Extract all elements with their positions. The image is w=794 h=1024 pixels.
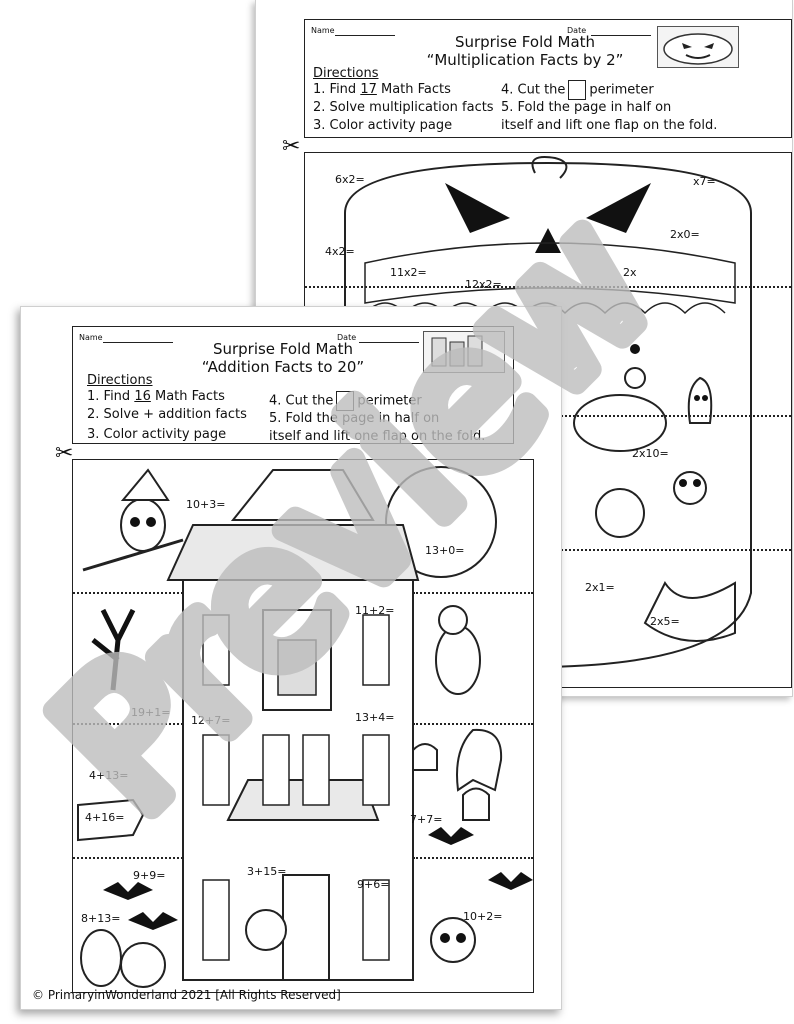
- pumpkin-icon: [80, 929, 166, 988]
- front-fold-line-5: [73, 857, 183, 859]
- front-fold-line-6: [413, 857, 533, 859]
- copyright-text: © PrimaryinWonderland 2021 [All Rights R…: [32, 988, 341, 1002]
- front-date-label: Date: [337, 333, 357, 342]
- front-house-activity-panel: 10+3= 13+0= 11+2= 19+1= 12+7= 13+4= 4+13…: [72, 459, 534, 993]
- back-fact-9: 2x1=: [585, 581, 615, 594]
- front-fact-6: 13+4=: [355, 711, 395, 724]
- front-subtitle: “Addition Facts to 20”: [201, 358, 365, 376]
- front-step-1: 1. Find 16 Math Facts: [87, 389, 225, 404]
- front-fact-11: 3+15=: [247, 865, 287, 878]
- back-date-label: Date: [567, 26, 587, 35]
- front-step-3: 3. Color activity page: [87, 427, 227, 442]
- werewolf-icon: [435, 605, 481, 695]
- back-step-5a: 5. Fold the page in half on: [501, 100, 672, 115]
- front-fold-line-4: [413, 723, 533, 725]
- front-fact-3: 11+2=: [355, 604, 395, 617]
- spider-icon: [630, 344, 640, 354]
- haunted-house-icon: [166, 469, 420, 981]
- back-fact-7: x7=: [693, 175, 716, 188]
- back-fact-6: 2x: [623, 266, 637, 279]
- back-step-1: 1. Find 17 Math Facts: [313, 82, 451, 97]
- back-subtitle: “Multiplication Facts by 2”: [426, 51, 624, 69]
- front-fact-8: 4+16=: [85, 811, 125, 824]
- front-fold-line-1: [73, 592, 183, 594]
- front-fact-4: 19+1=: [131, 706, 171, 719]
- front-fact-9: 7+7=: [410, 813, 443, 826]
- front-step-2: 2. Solve + addition facts: [87, 407, 247, 422]
- front-fact-7: 4+13=: [89, 769, 129, 782]
- front-fold-line-3: [73, 723, 183, 725]
- ghost-icon: [456, 728, 503, 792]
- back-step-5b: itself and lift one flap on the fold.: [501, 118, 718, 133]
- back-name-line: [335, 35, 395, 36]
- cut-box-icon: [336, 391, 355, 411]
- front-header-box: Name Date Surprise Fold Math “Addition F…: [72, 326, 514, 444]
- back-fact-4: 12x2=: [465, 278, 502, 291]
- bat-icon: [103, 827, 533, 930]
- back-fact-8: 2x10=: [632, 447, 669, 460]
- front-fact-10: 9+9=: [133, 869, 166, 882]
- front-fact-12: 9+6=: [357, 878, 390, 891]
- front-step-5a: 5. Fold the page in half on: [269, 411, 440, 426]
- cauldron-icon: [573, 367, 667, 452]
- back-fact-5: 2x0=: [670, 228, 700, 241]
- front-worksheet-page: Name Date Surprise Fold Math “Addition F…: [20, 306, 562, 1010]
- back-scissors-icon: ✂: [282, 134, 301, 159]
- witch-owl-icon: [82, 468, 184, 572]
- house-thumbnail-icon: [423, 331, 505, 373]
- back-fact-1: 6x2=: [335, 173, 365, 186]
- back-fact-10: 2x5=: [650, 615, 680, 628]
- back-fact-2: 4x2=: [325, 245, 355, 258]
- front-step-5b: itself and lift one flap on the fold.: [269, 429, 486, 444]
- front-fact-2: 13+0=: [425, 544, 465, 557]
- pumpkin-thumbnail-icon: [657, 26, 739, 68]
- ghost-icon: [687, 376, 713, 424]
- front-fact-14: 10+2=: [463, 910, 503, 923]
- coffin-icon: [77, 798, 145, 842]
- cut-box-icon: [568, 80, 587, 100]
- back-step-2: 2. Solve multiplication facts: [313, 100, 494, 115]
- back-date-line: [591, 35, 651, 36]
- front-fold-line-2: [413, 592, 533, 594]
- front-date-line: [359, 342, 419, 343]
- front-name-label: Name: [79, 333, 103, 342]
- monster-icon: [245, 909, 476, 963]
- front-name-line: [103, 342, 173, 343]
- back-fold-line-1: [305, 286, 791, 288]
- front-title: Surprise Fold Math: [212, 340, 354, 358]
- back-directions-heading: Directions: [313, 66, 379, 81]
- back-header-box: Name Date Surprise Fold Math “Multiplica…: [304, 19, 792, 138]
- front-scissors-icon: ✂: [55, 441, 74, 466]
- tombstone-icon: [412, 743, 490, 821]
- front-directions-heading: Directions: [87, 373, 153, 388]
- moon-icon: [385, 466, 497, 578]
- back-fact-3: 11x2=: [390, 266, 427, 279]
- front-fact-5: 12+7=: [191, 714, 231, 727]
- back-step-3: 3. Color activity page: [313, 118, 453, 133]
- front-fact-1: 10+3=: [186, 498, 226, 511]
- haunted-house-illustration-icon: [77, 466, 533, 988]
- tree-icon: [91, 608, 136, 691]
- candy-bag-icon: [595, 471, 707, 538]
- back-title: Surprise Fold Math: [454, 33, 596, 51]
- front-fact-13: 8+13=: [81, 912, 121, 925]
- back-name-label: Name: [311, 26, 335, 35]
